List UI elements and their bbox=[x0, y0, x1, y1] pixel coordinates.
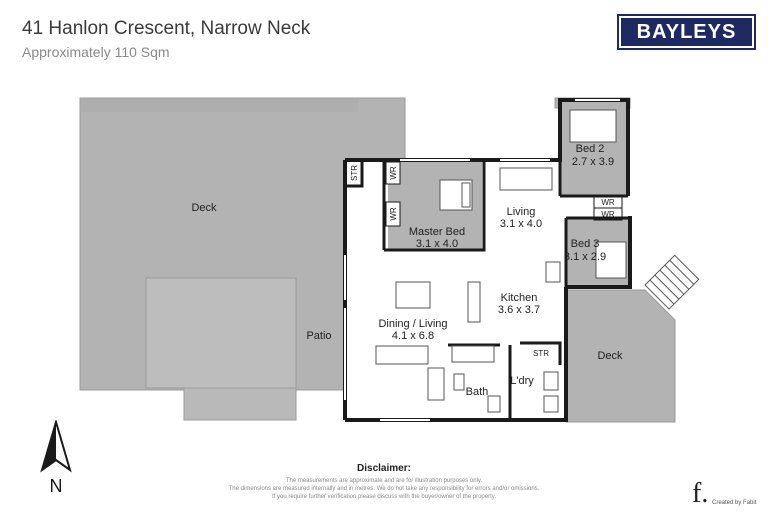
disclaimer-title: Disclaimer: bbox=[357, 463, 411, 474]
wall-str-top bbox=[345, 160, 364, 188]
dining-size: 4.1 x 6.8 bbox=[392, 330, 434, 342]
deck-left-label: Deck bbox=[191, 202, 217, 214]
master-bed-name: Master Bed bbox=[409, 226, 465, 238]
bed2-size: 2.7 x 3.9 bbox=[572, 156, 614, 168]
bath-label: Bath bbox=[466, 386, 489, 398]
master-pillow-icon bbox=[461, 182, 471, 208]
laundry-label: L'dry bbox=[510, 375, 534, 387]
str-kitchen-label: STR bbox=[533, 349, 549, 358]
kitchen-name: Kitchen bbox=[501, 292, 538, 304]
wr-c-label: WR bbox=[601, 198, 615, 207]
north-label: N bbox=[50, 476, 63, 496]
floor-plan bbox=[79, 97, 700, 423]
living-size: 3.1 x 4.0 bbox=[500, 218, 542, 230]
vanity-icon bbox=[453, 373, 465, 391]
dining-name: Dining / Living bbox=[378, 318, 447, 330]
wr-b-box bbox=[385, 201, 401, 227]
fabit-logo: f. bbox=[692, 478, 709, 509]
disclaimer-line-3: If you require further verification plea… bbox=[271, 494, 496, 500]
kitchen-size: 3.6 x 3.7 bbox=[498, 304, 540, 316]
fabit-credit: Created by Fabit bbox=[712, 500, 757, 506]
wall-master-south bbox=[384, 160, 486, 252]
bed3-size: 3.1 x 2.9 bbox=[564, 251, 606, 263]
deck-stairs-icon bbox=[644, 254, 700, 310]
bathtub-icon bbox=[451, 345, 495, 363]
disclaimer-line-2: The dimensions are measured internally a… bbox=[228, 486, 540, 492]
wr-a-label: WR bbox=[389, 166, 398, 180]
armchair-icon bbox=[427, 367, 445, 401]
deck-right-label: Deck bbox=[597, 350, 623, 362]
cooktop-icon bbox=[545, 261, 561, 283]
floor-area: Approximately 110 Sqm bbox=[22, 44, 170, 60]
bed3-name: Bed 3 bbox=[571, 238, 600, 250]
deck-lower-step bbox=[183, 387, 297, 421]
north-arrow-icon: N bbox=[40, 420, 72, 496]
sofa-dining-icon bbox=[375, 345, 429, 365]
bed2-bed-icon bbox=[569, 109, 617, 143]
bed2-name: Bed 2 bbox=[576, 143, 605, 155]
kitchen-bench-icon bbox=[467, 281, 481, 323]
str-entry-label: STR bbox=[350, 165, 359, 181]
str-top bbox=[346, 160, 362, 186]
bayleys-logo: BAYLEYS bbox=[617, 14, 756, 50]
wr-b-label: WR bbox=[389, 207, 398, 221]
laundry-tub-icon bbox=[543, 395, 559, 413]
living-name: Living bbox=[507, 206, 536, 218]
deck-upper-strip bbox=[80, 98, 358, 112]
patio-label: Patio bbox=[306, 330, 331, 342]
washer-icon bbox=[543, 371, 559, 391]
wall-east-bed3 bbox=[566, 216, 632, 289]
bed3-bed-icon bbox=[595, 241, 627, 279]
property-address: 41 Hanlon Crescent, Narrow Neck bbox=[22, 18, 311, 39]
room-labels: Deck Patio Deck Bed 2 2.7 x 3.9 Bed 3 3.… bbox=[191, 143, 623, 398]
wr-d-label: WR bbox=[601, 210, 615, 219]
dining-table-icon bbox=[395, 281, 431, 309]
toilet-icon bbox=[487, 395, 501, 413]
sofa-living-icon bbox=[499, 167, 553, 191]
disclaimer-line-1: The measurements are approximate and are… bbox=[285, 478, 483, 484]
wall-str-box bbox=[520, 341, 562, 365]
master-bed-size: 3.1 x 4.0 bbox=[416, 238, 458, 250]
